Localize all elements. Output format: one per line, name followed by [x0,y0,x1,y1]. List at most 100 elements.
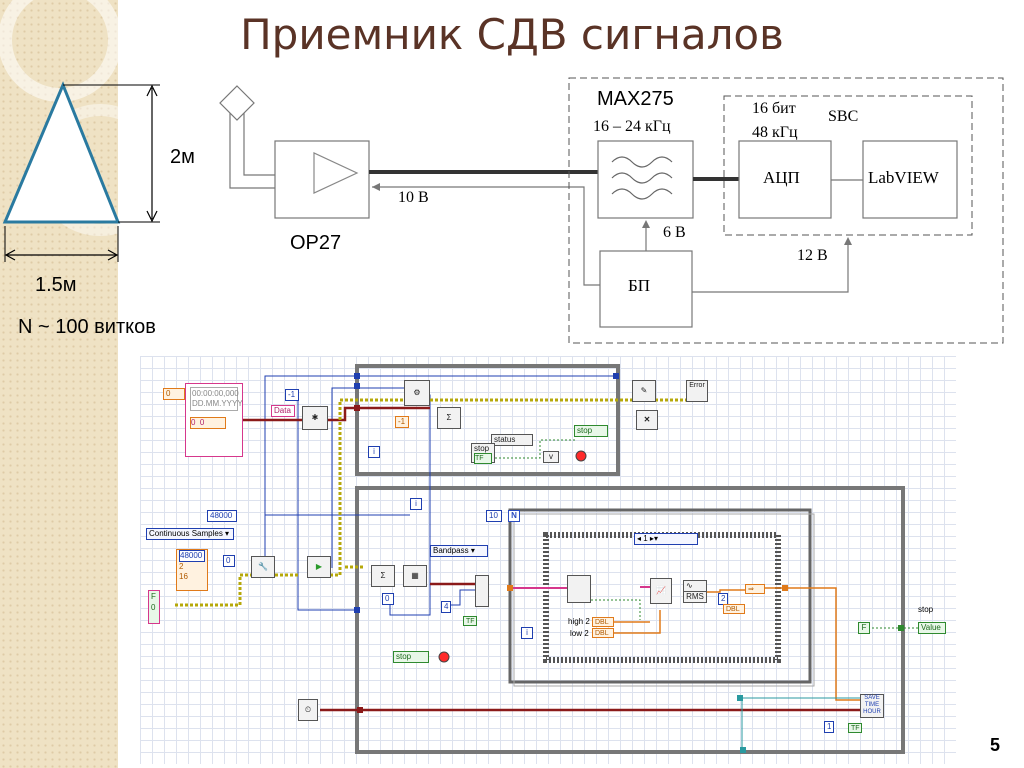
amplifier-block [274,140,370,219]
filter-range-label: 16 – 24 кГц [593,118,671,135]
psu-6v-label: 6 В [663,224,686,241]
sbc-label: SBC [828,108,859,125]
filter-function[interactable] [567,575,591,603]
index-array-function[interactable] [475,575,489,607]
arrowhead [107,249,119,261]
loop-count-constant[interactable]: 10 [486,510,502,522]
psu-12v-label: 12 В [797,247,828,264]
stop-indicator[interactable]: stop [574,425,608,437]
boolean-constant[interactable]: TF [463,616,477,626]
graph-function-icon[interactable]: 📈 [650,578,672,604]
stop-local-variable[interactable]: stop [393,651,429,663]
low-cutoff-label: low 2 [570,629,589,638]
antenna-turns-label: N ~ 100 витков [18,316,156,338]
filter-type-text: Bandpass [433,546,469,555]
stop-text: stop [474,444,490,453]
case-selector[interactable]: ◂ 1 ▸▾ [634,533,698,545]
config-cluster[interactable]: 48000 2 16 [176,549,208,591]
or-function[interactable]: v [543,451,559,463]
hour-text: HOUR [863,709,881,715]
numeric-constant[interactable]: 4 [441,601,451,613]
numeric-constant[interactable]: 0 [382,593,394,605]
filter-block [597,140,694,219]
table-icon[interactable]: ▦ [403,565,427,587]
numeric-constant[interactable]: -1 [285,389,299,401]
save-text: SAVE [864,695,880,701]
dbl-constant[interactable]: DBL [592,628,614,638]
dbl-convert[interactable]: DBL [723,604,745,614]
iteration-terminal: i [521,627,533,639]
enclosure-dashed-box [568,77,1004,344]
adc-label: АЦП [763,168,800,187]
cluster-value: 16 [179,572,188,581]
arrowhead [642,220,650,228]
sbc-dashed-box [723,95,973,236]
arrowhead [146,210,158,223]
loop-antenna-triangle [2,81,121,224]
timestamp-text: 00:00:00,000 [192,389,239,398]
daq-read-function[interactable]: Σ [371,565,395,587]
antenna-width-label: 1.5м [35,274,77,296]
rms-function[interactable]: RMS [683,591,707,603]
false-constant[interactable]: F [858,622,870,634]
error-handler-icon[interactable]: Error [686,380,708,402]
write-function[interactable]: Σ [437,407,461,429]
tf-text: TF [474,453,492,464]
power-12v-line [692,240,849,293]
filter-type-ring[interactable]: Bandpass ▾ [430,545,488,557]
amp-voltage-label: 10 В [398,189,429,206]
stop-indicator-label: stop [918,605,934,614]
adc-bits-label: 16 бит [752,100,796,117]
timestamp-field: 00:00:00,000 DD.MM.YYYY [190,387,243,411]
time-function-icon[interactable]: ⏲ [298,699,318,721]
sample-rate-constant[interactable]: 48000 [207,510,237,522]
iteration-terminal: i [410,498,422,510]
cluster-value: 2 [179,562,184,571]
psu-label: БП [628,276,651,295]
boolean-cluster[interactable]: F 0 [148,590,160,624]
filter-label: MAX275 [597,88,674,110]
high-cutoff-label: high 2 [568,617,590,626]
boolean-constant[interactable]: TF [848,723,862,733]
signal-wire [243,113,275,176]
cluster-rate: 48000 [179,550,205,562]
adc-rate-label: 48 кГц [752,124,798,141]
f-text: F [151,592,156,601]
arrowhead [844,237,852,245]
save-time-function[interactable]: SAVE TIME HOUR [860,694,884,718]
filter-waves-icon [611,156,673,200]
sample-mode-ring[interactable]: Continuous Samples ▾ [146,528,234,540]
status-unbundle[interactable]: status [491,434,533,446]
date-text: DD.MM.YYYY [192,399,243,408]
close-icon[interactable]: ✕ [636,410,658,430]
labview-label: LabVIEW [868,168,939,187]
daq-config-function[interactable]: 🔧 [251,556,275,578]
sample-mode-text: Continuous Samples [149,529,223,538]
stop-value-indicator[interactable]: Value [918,622,946,634]
daq-start-icon[interactable]: ▶ [307,556,331,578]
numeric-constant[interactable]: 0 [223,555,235,567]
ts-zero: 0 [191,418,196,427]
slide-title: Приемник СДВ сигналов [240,10,784,59]
loop-count-terminal: N [508,510,520,522]
receiver-schematic [0,0,1004,344]
numeric-constant[interactable]: 0 [163,388,185,400]
daq-read-function[interactable]: ⚙ [404,380,430,406]
antenna-height-label: 2м [170,146,195,168]
numeric-constant[interactable]: -1 [395,416,409,428]
timestamp-cluster: 0 0 [190,417,226,429]
time-text: TIME [864,702,880,708]
dbl-constant[interactable]: DBL [592,617,614,627]
decorative-ring [0,0,122,102]
stop-local-variable[interactable]: stop TF [471,443,495,464]
arrowhead [4,249,16,261]
numeric-constant[interactable]: 1 [824,721,834,733]
build-array[interactable]: ⇒ [745,584,765,594]
close-file-function[interactable]: ✎ [632,380,656,402]
status-text: status [494,435,516,444]
amplifier-symbol-icon [313,152,359,194]
f-zero: 0 [151,603,156,612]
file-open-function[interactable]: ✱ [302,406,328,430]
timestamp-constant[interactable]: 00:00:00,000 DD.MM.YYYY 0 0 [185,383,243,457]
data-label[interactable]: Data [271,405,295,417]
